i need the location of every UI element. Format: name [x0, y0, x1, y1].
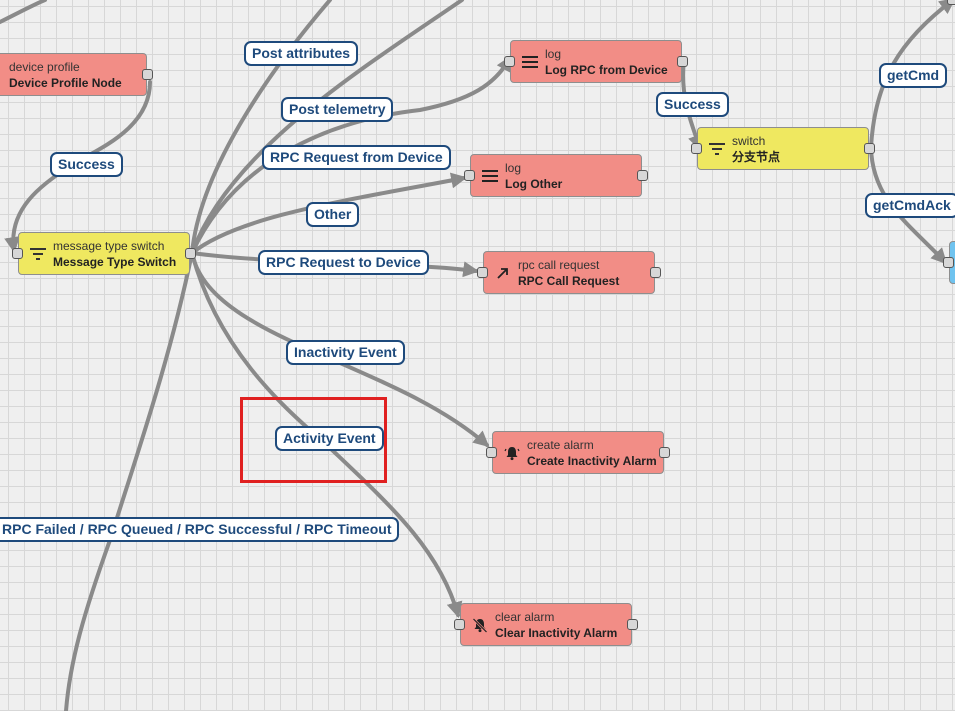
edge-label-inactivity-event[interactable]: Inactivity Event [286, 340, 405, 365]
node-message-type-switch[interactable]: message type switch Message Type Switch [12, 232, 196, 275]
node-type-label: device profile [9, 59, 80, 74]
input-port-offscreen-top[interactable] [947, 0, 955, 5]
node-name-label: Clear Inactivity Alarm [495, 625, 618, 640]
menu-lines-icon [479, 169, 501, 182]
node-name-label: Device Profile Node [9, 75, 122, 90]
bell-icon [501, 445, 523, 461]
bell-off-icon [469, 617, 491, 633]
output-port[interactable] [637, 169, 648, 181]
node-name-label: Log Other [505, 176, 563, 191]
edge-top-left [0, 0, 47, 24]
arrow-up-right-icon [492, 266, 514, 280]
input-port[interactable] [943, 256, 954, 268]
node-type-label: log [545, 46, 562, 61]
node-create-inactivity-alarm[interactable]: create alarm Create Inactivity Alarm [486, 431, 670, 474]
node-name-label: Message Type Switch [53, 254, 177, 269]
edge-label-activity-event[interactable]: Activity Event [275, 426, 384, 451]
output-port[interactable] [659, 446, 670, 458]
node-clear-inactivity-alarm[interactable]: clear alarm Clear Inactivity Alarm [454, 603, 638, 646]
node-type-label: clear alarm [495, 609, 555, 624]
edge-label-getcmd[interactable]: getCmd [879, 63, 948, 88]
input-port[interactable] [486, 446, 497, 458]
node-type-label: message type switch [53, 238, 165, 253]
node-log-other[interactable]: log Log Other [464, 154, 648, 197]
edge-label-rpc-request-to-device[interactable]: RPC Request to Device [258, 250, 429, 275]
edge-rpc-status [64, 251, 194, 711]
node-switch[interactable]: switch 分支节点 [691, 127, 875, 170]
input-port[interactable] [454, 618, 465, 630]
edge-post-attributes [190, 0, 332, 255]
node-name-label: RPC Call Request [518, 273, 620, 288]
node-name-label: Create Inactivity Alarm [527, 453, 657, 468]
filter-icon [27, 247, 49, 260]
node-log-rpc-from-device[interactable]: log Log RPC from Device [504, 40, 688, 83]
filter-icon [706, 142, 728, 155]
output-port[interactable] [142, 68, 153, 80]
node-name-label: Log RPC from Device [545, 62, 668, 77]
output-port[interactable] [677, 55, 688, 67]
node-type-label: create alarm [527, 437, 594, 452]
output-port[interactable] [864, 142, 875, 154]
input-port[interactable] [464, 169, 475, 181]
output-port[interactable] [185, 247, 196, 259]
edge-label-success-left[interactable]: Success [50, 152, 123, 177]
menu-lines-icon [519, 55, 541, 68]
input-port[interactable] [691, 142, 702, 154]
edge-label-rpc-request-from-device[interactable]: RPC Request from Device [262, 145, 451, 170]
input-port[interactable] [12, 247, 23, 259]
edge-label-post-attributes[interactable]: Post attributes [244, 41, 359, 66]
node-device-profile[interactable]: device profile Device Profile Node [0, 53, 153, 96]
node-offscreen-right[interactable] [943, 241, 955, 284]
node-rpc-call-request[interactable]: rpc call request RPC Call Request [477, 251, 661, 294]
edge-label-getcmdack[interactable]: getCmdAck [865, 193, 955, 218]
node-type-label: log [505, 160, 522, 175]
edge-label-success-right[interactable]: Success [656, 92, 729, 117]
input-port[interactable] [504, 55, 515, 67]
node-type-label: rpc call request [518, 257, 600, 272]
input-port[interactable] [477, 266, 488, 278]
node-type-label: switch [732, 133, 766, 148]
highlight-box [240, 397, 387, 483]
edge-label-other[interactable]: Other [306, 202, 360, 227]
output-port[interactable] [627, 618, 638, 630]
edge-label-post-telemetry[interactable]: Post telemetry [281, 97, 394, 122]
node-name-label: 分支节点 [732, 149, 781, 164]
output-port[interactable] [650, 266, 661, 278]
edge-label-rpc-status[interactable]: RPC Failed / RPC Queued / RPC Successful… [0, 517, 400, 542]
edge-other [190, 172, 468, 255]
